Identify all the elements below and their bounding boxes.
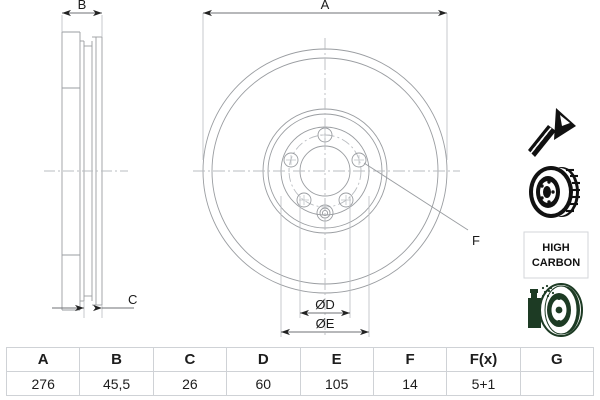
dimension-f-leader: F [363,162,480,248]
dimension-d: ØD [299,196,351,318]
spray-can-coated-disc-icon [528,283,583,337]
wheel-bolt-holes [283,127,367,208]
table-header-cell: F [372,347,448,372]
table-value-cell: 26 [152,371,228,396]
dimension-b-label: B [78,0,87,12]
table-value-cell: 45,5 [79,371,154,396]
table-header-cell: G [519,347,595,372]
dimension-a: A [202,0,448,160]
specification-table: A B C D E F F(x) G 276 45,5 26 60 105 14… [5,347,595,396]
dimension-b: B [61,0,103,37]
table-header-row: A B C D E F F(x) G [5,347,595,372]
table-header-cell: D [226,347,301,372]
table-header-cell: A [5,347,81,372]
dimension-f-label: F [472,233,480,248]
table-value-cell [519,371,595,396]
dimension-c: C [52,292,137,318]
dimension-e: ØE [280,196,370,337]
table-header-cell: C [152,347,228,372]
table-header-cell: B [79,347,154,372]
table-header-cell: E [299,347,374,372]
table-value-cell: 14 [372,371,448,396]
dimension-d-label: ØD [315,297,335,312]
table-value-row: 276 45,5 26 60 105 14 5+1 [5,371,595,396]
table-value-cell: 105 [299,371,374,396]
table-value-cell: 60 [226,371,301,396]
dimension-e-label: ØE [316,316,335,331]
table-value-cell: 276 [5,371,81,396]
high-carbon-line-1: HIGH [542,242,570,254]
high-carbon-badge: HIGH CARBON [523,231,589,279]
table-value-cell: 5+1 [446,371,521,396]
dimension-c-label: C [128,292,137,307]
dimension-a-label: A [321,0,330,12]
vented-brake-disc-icon [529,166,580,218]
table-header-cell: F(x) [446,347,521,372]
high-carbon-line-2: CARBON [532,257,580,269]
countersunk-screw-icon [528,108,576,157]
